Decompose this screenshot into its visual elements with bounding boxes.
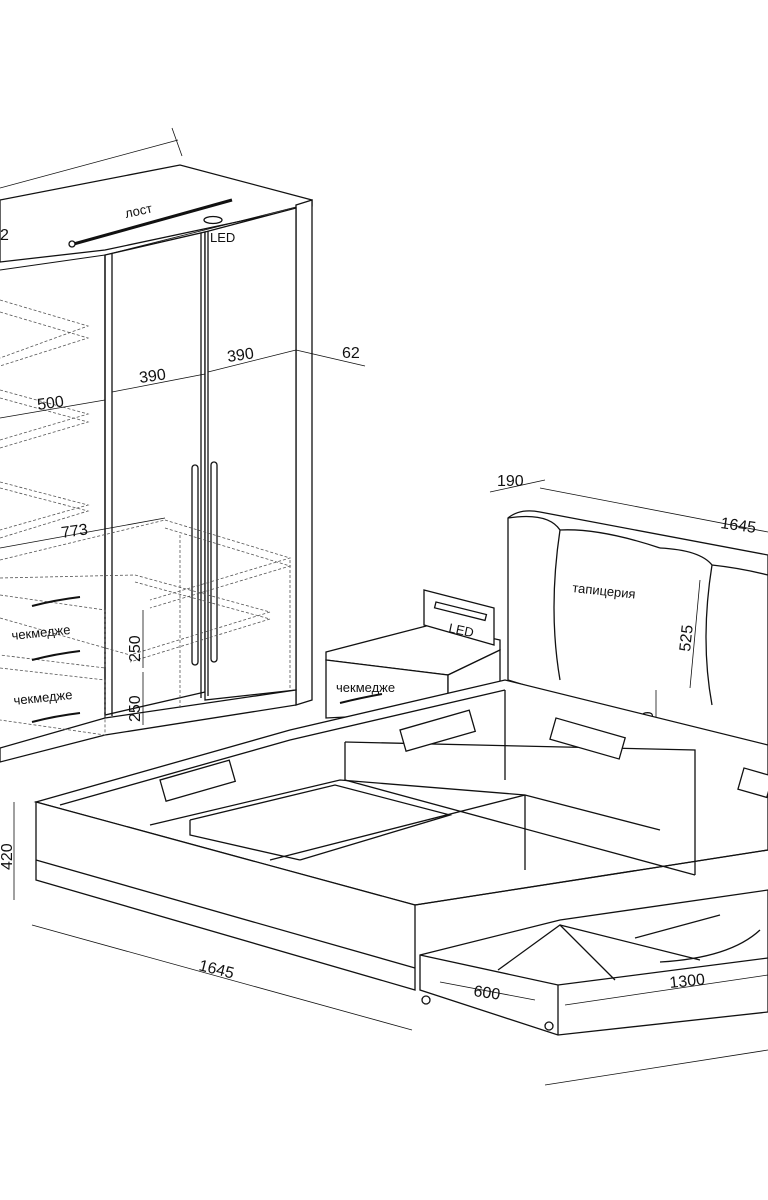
drawer-handle-icon [31,712,81,723]
wardrobe-drawer-height-2: 250 [127,695,144,722]
bed-drawer [419,889,768,1036]
inner-width-dimension: 773 [60,521,89,542]
door-width-dimension-2: 390 [226,345,255,366]
drawer-length-dimension: 1300 [669,971,706,992]
wardrobe-width-dimension-line [0,139,179,189]
frame-height-dimension: 420 [0,843,16,870]
hidden-shelves [0,299,292,710]
drawer-handle-icon [31,650,81,661]
wardrobe-drawer-label-1: чекмедже [11,622,71,643]
drawer-handle-cutout-icon [659,929,761,963]
side-panel-dimension: 62 [342,345,360,362]
bed-frame-front [35,801,416,991]
headboard-depth-dimension: 190 [497,473,524,490]
led-light-icon [203,215,223,225]
nightstand-drawer-label: чекмедже [336,680,395,695]
drawer-depth-dimension: 600 [472,983,501,1004]
wardrobe-side-panel [295,199,313,706]
drawer-handle-icon [31,596,81,607]
wardrobe: лост LED 2 чекмедж [0,127,366,763]
drawer-wheel-icon [421,995,431,1005]
wardrobe-drawer-label-2: чекмедже [13,687,73,708]
door-handle-icon [191,464,199,666]
rod-label: лост [124,201,154,221]
wardrobe-plinth [0,689,297,763]
hanging-rod [69,198,233,247]
wardrobe-drawer-height-1: 250 [127,635,144,662]
slat-handle-icon [549,717,627,760]
door-width-dimension-1: 390 [138,366,167,387]
shelf-depth-dimension: 500 [36,393,65,414]
nightstand-led-label: LED [447,620,475,640]
led-strip-icon [433,601,488,622]
headboard-width-dimension: 1645 [719,515,757,537]
wardrobe-led-label: LED [210,230,235,245]
slat-handle-icon [159,759,237,802]
bed: 1645 190 тапицерия 525 270 420 1645 [0,473,768,1086]
wardrobe-door-middle [104,231,206,716]
drawer-handle-icon [339,693,383,704]
slat-handle-icon [399,709,477,752]
drawer-wheel-icon [544,1021,554,1031]
upholstery-label: тапицерия [572,580,637,602]
hidden-drawers [0,594,106,736]
frame-width-dimension: 1645 [197,957,236,982]
wardrobe-partial-dimension: 2 [0,227,9,244]
door-handle-icon [210,461,218,663]
slat-handle-icon [737,767,768,799]
headboard-height-dimension: 525 [677,624,697,652]
wardrobe-door-right [204,207,297,701]
